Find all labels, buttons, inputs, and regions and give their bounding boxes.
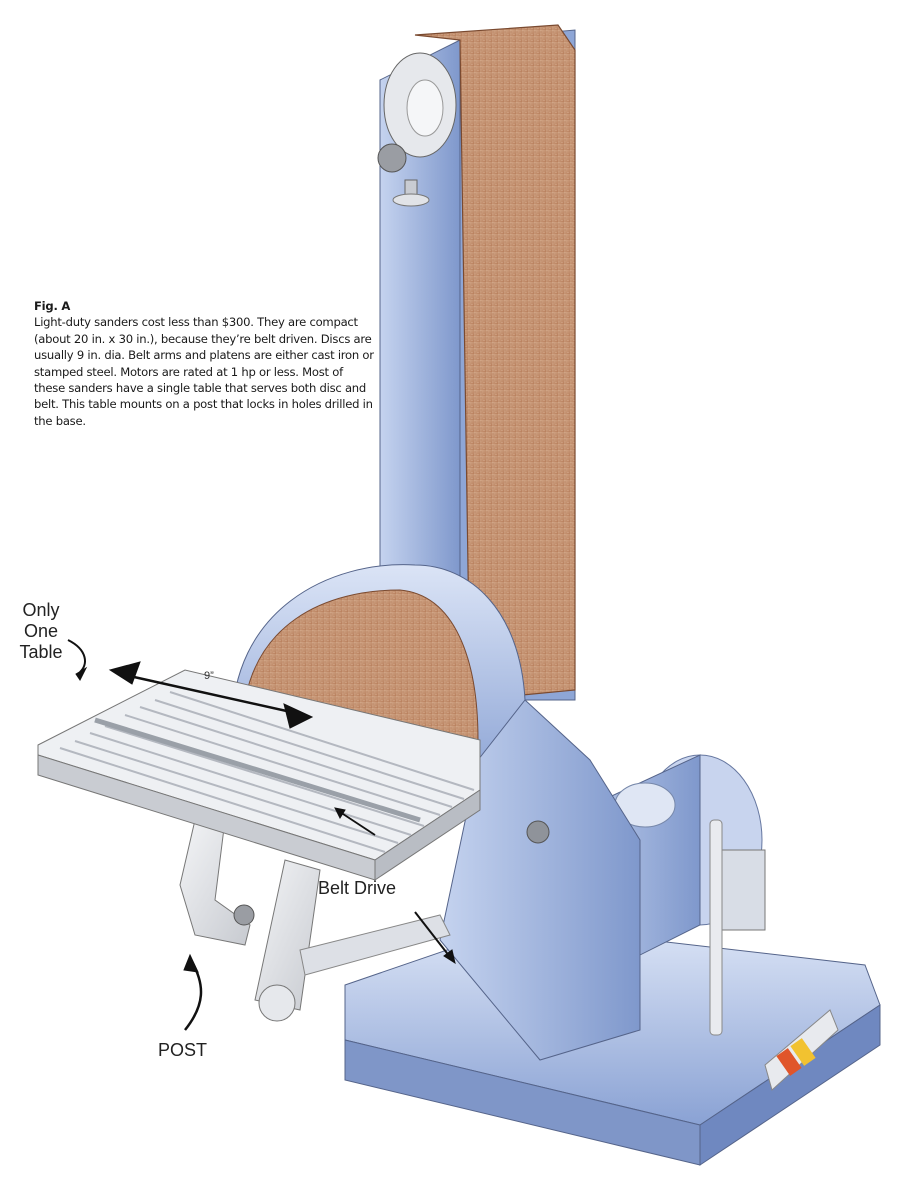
- dimension-label: 9”: [204, 670, 214, 682]
- belt-drive-cover: [439, 699, 641, 1061]
- work-table: [37, 669, 481, 881]
- figure-title: Fig. A: [34, 299, 71, 313]
- callout-table-line2: Table: [19, 642, 63, 662]
- figure-caption: Fig. A Light-duty sanders cost less than…: [34, 298, 374, 429]
- callout-belt-drive: Belt Drive: [318, 878, 397, 898]
- callout-only-one-table: Only One Table: [6, 600, 76, 663]
- table-lock-rod: [709, 819, 723, 1036]
- sanding-belt: [414, 24, 576, 701]
- figure-caption-text: Light-duty sanders cost less than $300. …: [34, 315, 374, 428]
- power-switch: [764, 1009, 839, 1091]
- table-post: [179, 819, 451, 1022]
- belt-arm: [377, 24, 576, 741]
- callout-post: POST: [158, 1040, 208, 1060]
- callout-arrows: [67, 639, 456, 1031]
- tracking-knob: [377, 143, 407, 173]
- callout-table-line1: Only One: [22, 600, 60, 641]
